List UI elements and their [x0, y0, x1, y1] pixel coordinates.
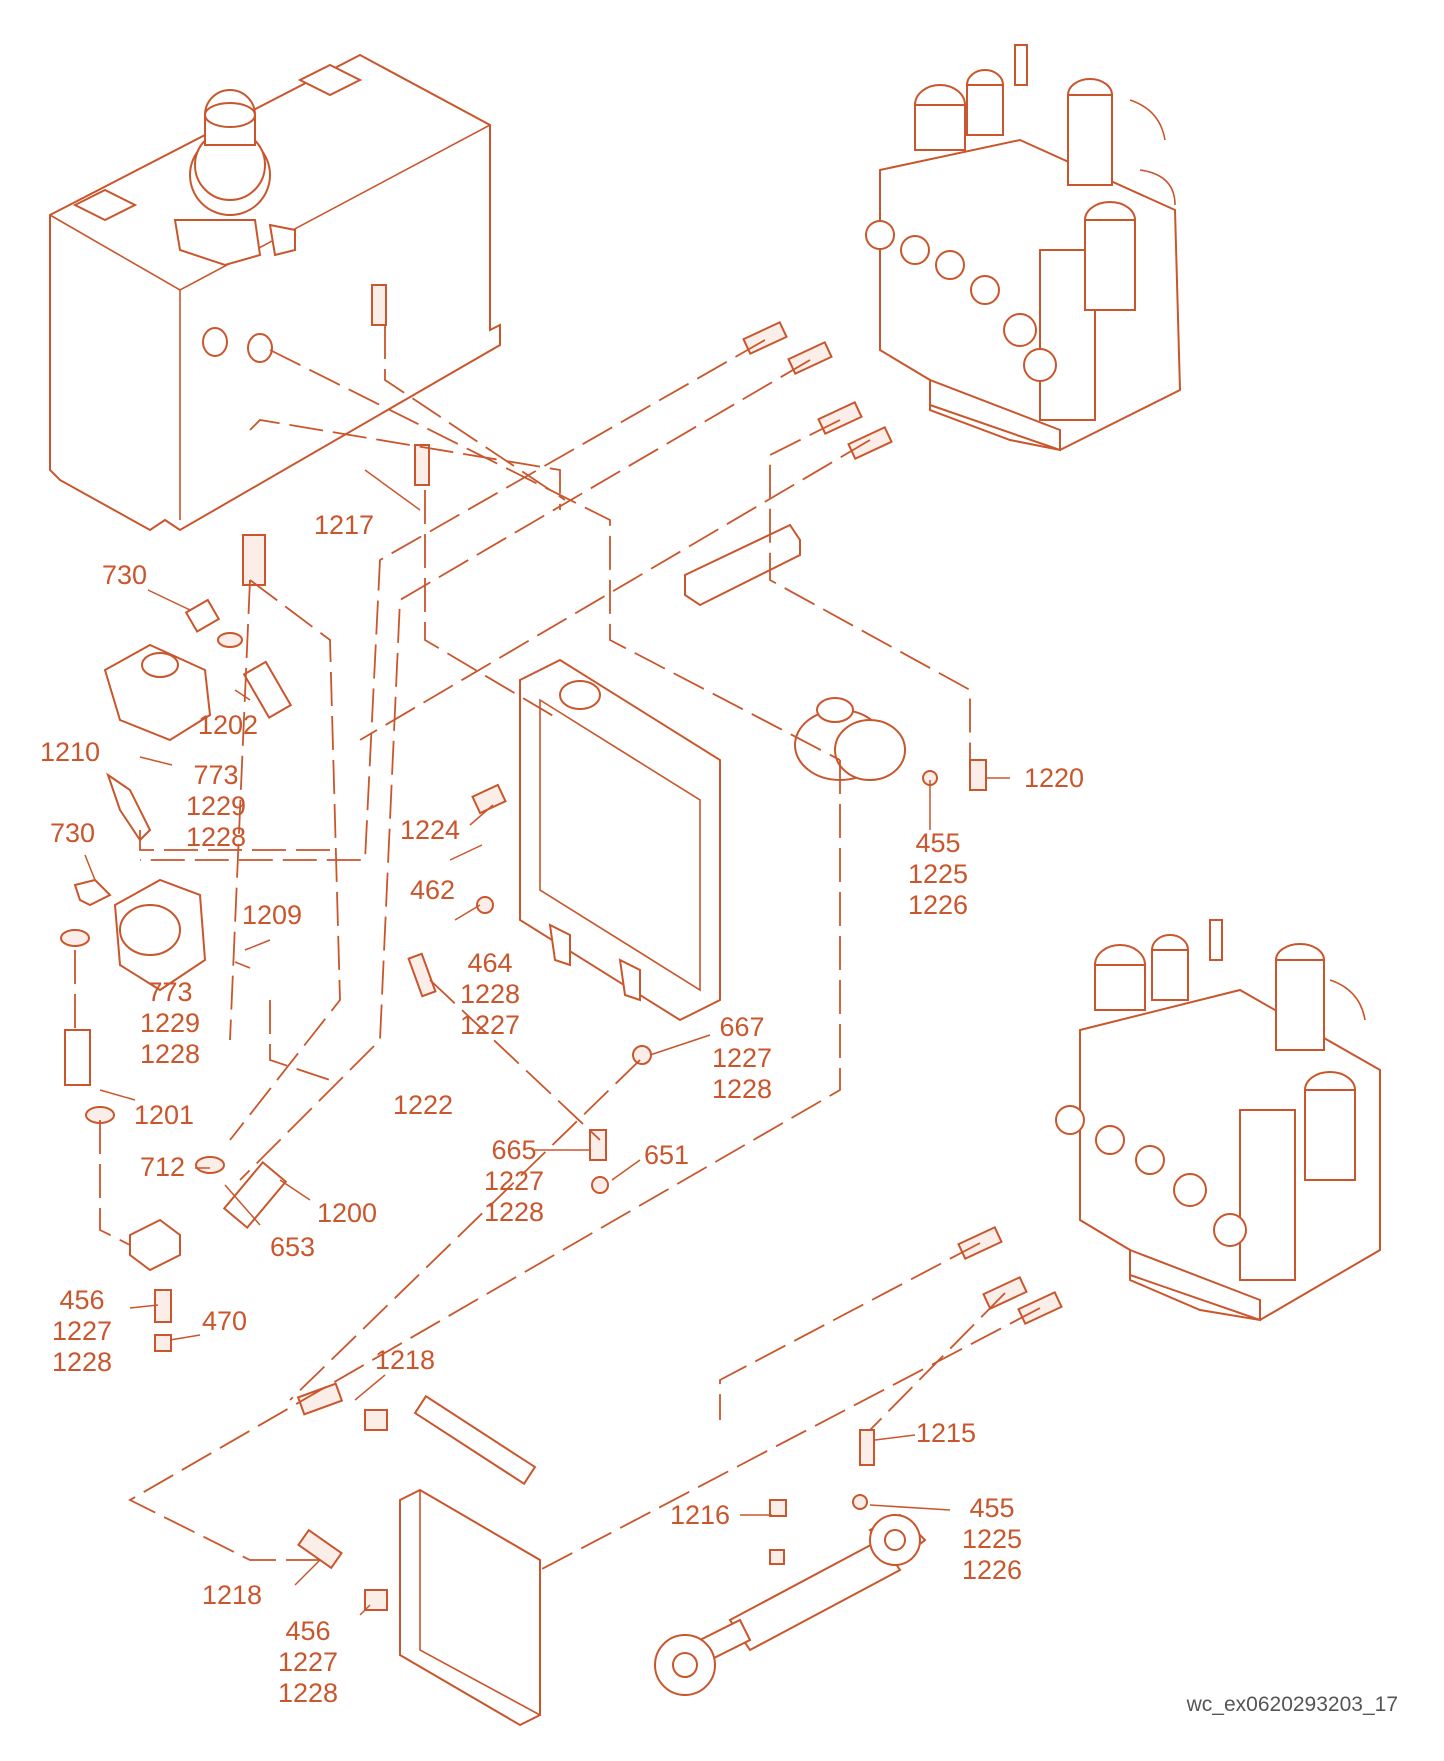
control-valve-lower — [1055, 919, 1381, 1322]
callout-1224: 1224 — [400, 815, 461, 845]
hydraulic-cylinder — [654, 1513, 927, 1696]
callout-1215: 1215 — [916, 1418, 977, 1448]
callout-1209: 1209 — [242, 900, 303, 930]
callout-1218-top: 1218 — [375, 1345, 436, 1375]
callout-653: 653 — [270, 1232, 316, 1262]
callout-455-top: 455 1225 1226 — [908, 828, 969, 920]
callout-1217: 1217 — [314, 510, 375, 540]
hydraulic-tank — [49, 53, 501, 532]
oil-cooler — [399, 1394, 541, 1727]
callout-1200: 1200 — [317, 1198, 378, 1228]
gear-pump-lower — [64, 878, 288, 1272]
callout-651: 651 — [644, 1140, 690, 1170]
callout-470: 470 — [202, 1306, 248, 1336]
callout-1220: 1220 — [1024, 763, 1085, 793]
callout-1202: 1202 — [198, 710, 259, 740]
callout-773-top: 773 1229 1228 — [186, 760, 247, 852]
manifold-bracket — [684, 523, 801, 607]
callout-730-top: 730 — [102, 560, 148, 590]
fittings — [60, 284, 1063, 1611]
callout-456-left: 456 1227 1228 — [52, 1285, 113, 1377]
callout-773-mid: 773 1229 1228 — [140, 977, 201, 1069]
callout-1201: 1201 — [134, 1100, 195, 1130]
reference-code: wc_ex0620293203_17 — [1186, 1693, 1398, 1716]
callout-730-mid: 730 — [50, 818, 96, 848]
callout-464: 464 1228 1227 — [460, 948, 521, 1040]
callout-1218-bottom: 1218 — [202, 1580, 263, 1610]
hydraulic-motor — [794, 697, 906, 781]
callout-1216: 1216 — [670, 1500, 731, 1530]
radiator — [519, 658, 721, 1022]
control-valve-upper — [865, 44, 1182, 452]
callout-667: 667 1227 1228 — [712, 1012, 773, 1104]
callout-1222: 1222 — [393, 1090, 454, 1120]
callout-1210: 1210 — [40, 737, 101, 767]
callout-712: 712 — [140, 1152, 186, 1182]
callout-leaders — [84, 469, 1010, 1616]
hydraulic-hoses — [74, 325, 1041, 1571]
callout-455-bottom: 455 1225 1226 — [962, 1493, 1023, 1585]
callout-462: 462 — [410, 875, 456, 905]
callout-665: 665 1227 1228 — [484, 1135, 545, 1227]
callout-456-bottom: 456 1227 1228 — [278, 1616, 339, 1708]
gear-pump-upper — [103, 598, 293, 842]
